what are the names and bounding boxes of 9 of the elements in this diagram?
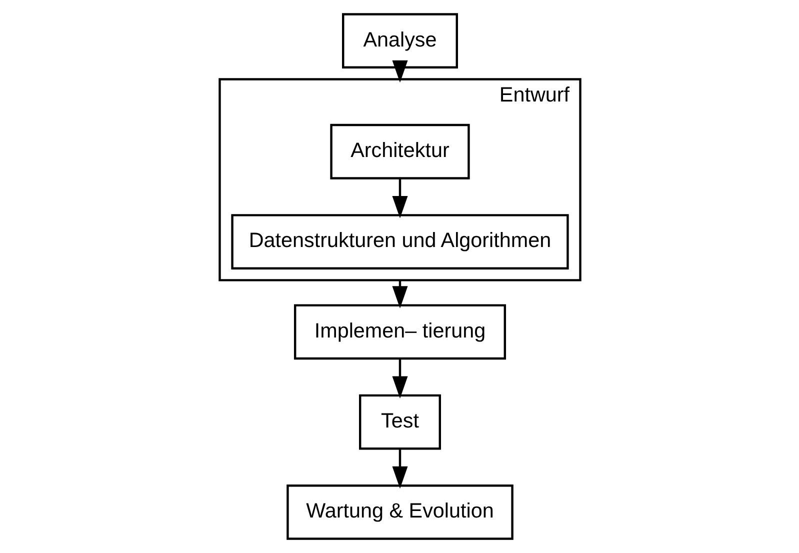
arrow — [392, 178, 408, 218]
node-box: Wartung & Evolution — [286, 484, 513, 540]
arrow — [392, 60, 408, 83]
node-box: Architektur — [330, 124, 470, 180]
node-box: Datenstrukturen und Algorithmen — [230, 214, 568, 270]
node-box: Test — [358, 394, 440, 450]
arrow — [392, 358, 408, 398]
node-box: Implemen– tierung — [293, 304, 506, 360]
arrow — [392, 448, 408, 489]
